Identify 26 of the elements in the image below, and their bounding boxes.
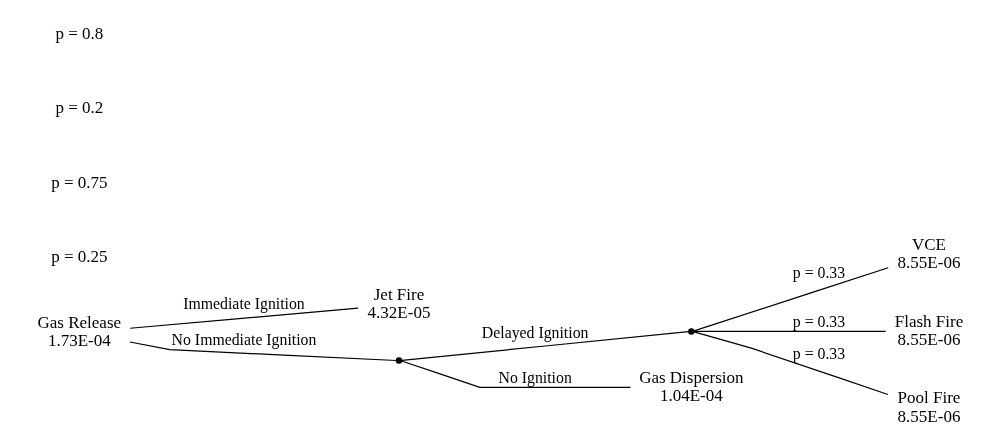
node-point [688, 328, 695, 335]
label: p = 0.25 [51, 246, 108, 266]
node-text: Flash Fire 8.55E-06 [894, 311, 964, 350]
edge-label: No Immediate Ignition [171, 331, 317, 349]
edge-label: p = 0.33 [792, 313, 846, 331]
connector [401, 360, 632, 388]
connector [129, 341, 397, 362]
label: p = 0.8 [55, 24, 104, 44]
edge-label: Immediate Ignition [183, 294, 305, 312]
edge-label: p = 0.33 [792, 344, 846, 362]
edge-label: Delayed Ignition [481, 323, 589, 341]
label: p = 0.2 [55, 98, 104, 118]
node-text: Jet Fire 4.32E-05 [367, 285, 431, 323]
label: p = 0.75 [51, 172, 108, 192]
connector [693, 330, 887, 332]
connector [129, 307, 359, 329]
node-text: Pool Fire 8.55E-06 [897, 388, 961, 426]
connector [693, 267, 889, 332]
edge-label: p = 0.33 [792, 264, 846, 282]
node-text: Gas Release 1.73E-04 [37, 313, 122, 351]
edge-label: No Ignition [498, 368, 572, 386]
node-text: Gas Dispersion 1.04E-04 [639, 367, 744, 405]
connector [693, 331, 889, 396]
connector [401, 330, 690, 361]
node-text: VCE 8.55E-06 [897, 235, 961, 273]
node-point [395, 357, 403, 364]
